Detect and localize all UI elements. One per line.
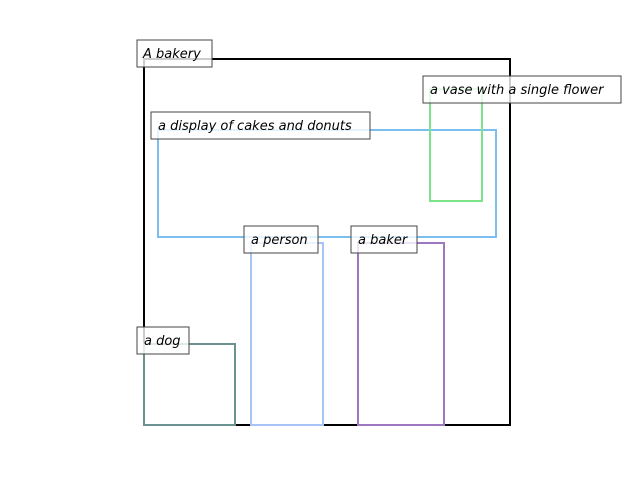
vase-flower-label: a vase with a single flower [430, 83, 605, 98]
scene-label: A bakery [142, 47, 201, 62]
baker-label-group: a baker [350, 225, 418, 254]
person-box [250, 242, 324, 426]
vase-flower-box [429, 88, 483, 202]
dog-label-background [136, 326, 190, 355]
baker-label: a baker [358, 233, 409, 248]
display-cakes-donuts-label: a display of cakes and donuts [158, 119, 352, 134]
person-label-background [243, 225, 319, 254]
person-label: a person [251, 233, 308, 248]
scene-box [143, 58, 511, 426]
dog-label: a dog [144, 334, 181, 349]
display-label-background [150, 111, 371, 140]
dog-box [143, 343, 236, 426]
scene-label-background [136, 39, 213, 68]
display-cakes-donuts-box [157, 129, 497, 238]
person-label-group: a person [243, 225, 319, 254]
baker-label-background [350, 225, 418, 254]
baker-box [357, 242, 445, 426]
vase-label-background [422, 75, 622, 104]
scene-frame [143, 58, 511, 426]
dog-label-group: a dog [136, 326, 190, 355]
display-label-group: a display of cakes and donuts [150, 111, 371, 140]
scene-label-group: A bakery [136, 39, 213, 68]
vase-label-group: a vase with a single flower [422, 75, 622, 104]
